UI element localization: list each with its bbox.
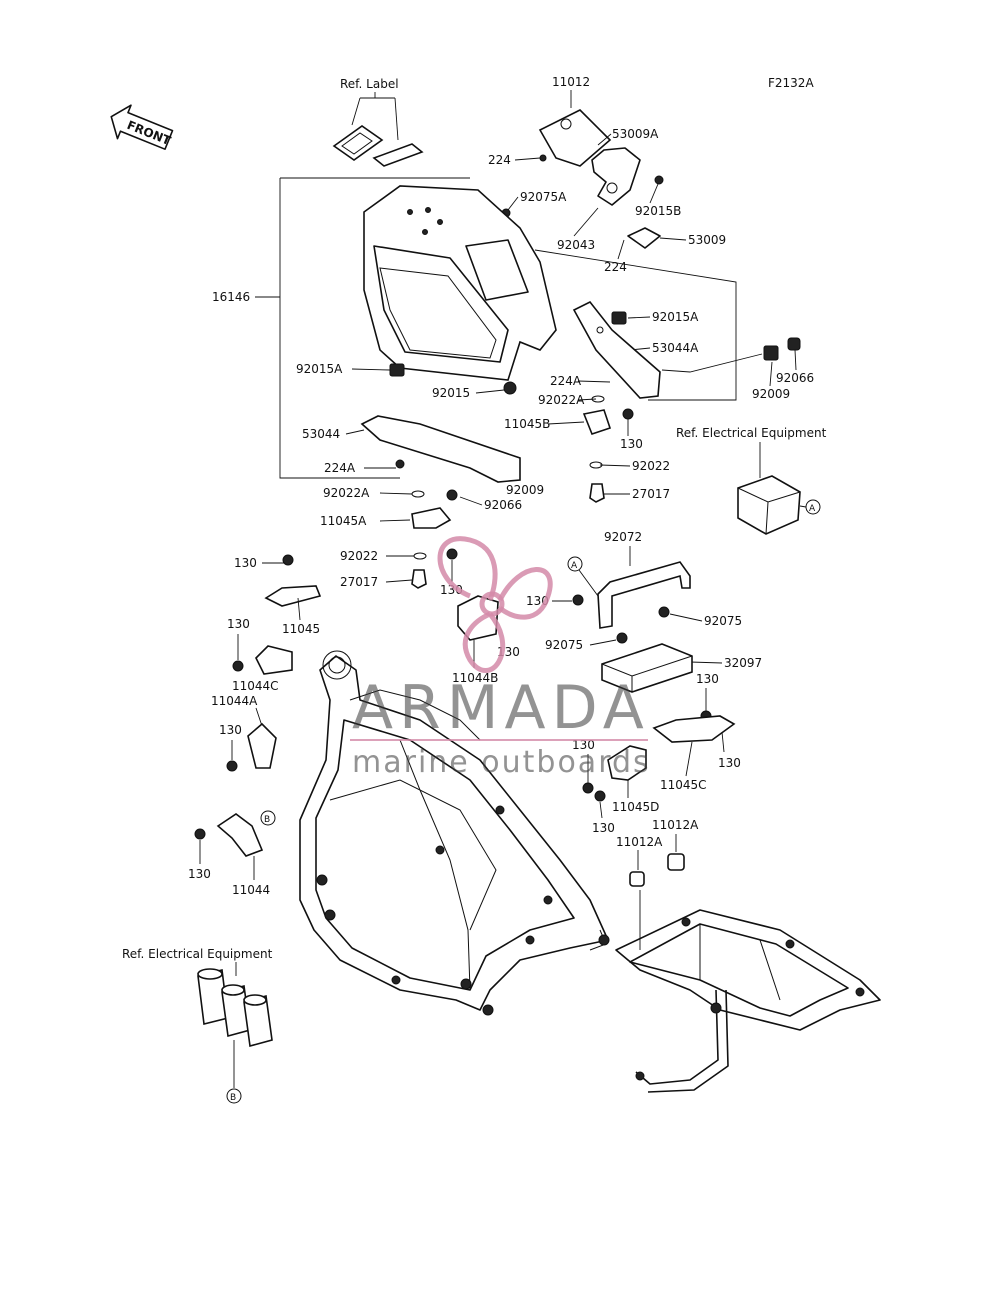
callout-92022A-left: 92022A	[323, 486, 370, 500]
clamp-11044	[216, 813, 264, 857]
callout-53009A: 53009A	[612, 127, 659, 141]
callout-130-k: 130	[592, 821, 615, 835]
callout-92022-left: 92022	[340, 549, 378, 563]
callout-92075A: 92075A	[520, 190, 567, 204]
bracket-53044	[360, 415, 521, 483]
callout-224-top: 224	[488, 153, 511, 167]
callout-92066-right: 92066	[776, 371, 814, 385]
ref-electrical-equipment-a: Ref. Electrical Equipment	[676, 426, 827, 440]
callout-130-f: 130	[227, 617, 250, 631]
callout-224A-left: 224A	[324, 461, 356, 475]
callout-11044B: 11044B	[452, 671, 498, 685]
callout-92009-right: 92009	[752, 387, 790, 401]
callout-32097: 32097	[724, 656, 762, 670]
callout-92009-left: 92009	[506, 483, 544, 497]
clamp-11044A	[247, 722, 277, 769]
ref-electrical-equipment-b: Ref. Electrical Equipment	[122, 947, 273, 961]
callout-92015: 92015	[432, 386, 470, 400]
callout-11012A-top: 11012A	[652, 818, 699, 832]
callout-11045: 11045	[282, 622, 320, 636]
bracket-53009	[627, 227, 661, 249]
callout-92075: 92075	[704, 614, 742, 628]
callout-130-j: 130	[572, 738, 595, 752]
callout-27017-right: 27017	[632, 487, 670, 501]
callout-16146: 16146	[212, 290, 250, 304]
callout-92015A-right: 92015A	[652, 310, 699, 324]
callout-53044A: 53044A	[652, 341, 699, 355]
marker-a-relay: A	[809, 504, 816, 514]
ref-label-decal-1	[332, 125, 384, 161]
watermark-brand: ARMADA	[352, 673, 650, 743]
callout-53009: 53009	[688, 233, 726, 247]
callout-92015B: 92015B	[635, 204, 681, 218]
callout-224A-right: 224A	[550, 374, 582, 388]
callout-92066-left: 92066	[484, 498, 522, 512]
ref-label-decal-2	[372, 143, 424, 167]
callout-11045B: 11045B	[504, 417, 550, 431]
marker-a-holder: A	[571, 561, 578, 571]
callout-130-h: 130	[696, 672, 719, 686]
callout-11045A: 11045A	[320, 514, 367, 528]
clamp-11045	[264, 585, 322, 607]
front-arrow-label: FRONT	[125, 118, 174, 148]
callout-92072: 92072	[604, 530, 642, 544]
diagram-code: F2132A	[768, 76, 814, 90]
clamp-11045C	[652, 715, 736, 743]
callout-92015A-left: 92015A	[296, 362, 343, 376]
callout-130-g: 130	[219, 723, 242, 737]
relay-box	[737, 475, 801, 535]
callout-11045C: 11045C	[660, 778, 707, 792]
main-frame	[299, 650, 610, 1016]
callout-53044: 53044	[302, 427, 340, 441]
callout-11045D: 11045D	[612, 800, 659, 814]
battery-holder-92072	[597, 561, 691, 629]
ref-label-text: Ref. Label	[340, 77, 399, 91]
callout-92043: 92043	[557, 238, 595, 252]
watermark-tagline: marine outboards	[352, 745, 651, 780]
callout-11044: 11044	[232, 883, 270, 897]
callout-130-l: 130	[188, 867, 211, 881]
callout-92075-b: 92075	[545, 638, 583, 652]
callout-11044A: 11044A	[211, 694, 258, 708]
callout-130-c: 130	[234, 556, 257, 570]
front-arrow-icon: FRONT	[110, 104, 174, 150]
clamp-11045D	[607, 745, 647, 781]
rear-subframe	[615, 909, 881, 1093]
callout-11012A: 11012A	[616, 835, 663, 849]
watermark-propeller-icon	[437, 536, 553, 673]
callout-27017-left: 27017	[340, 575, 378, 589]
clamp-11045B	[582, 409, 612, 435]
callout-92022A-right: 92022A	[538, 393, 585, 407]
cover-plate-11012	[538, 109, 612, 167]
marker-b-clamp: B	[264, 815, 270, 825]
clamp-11044C	[255, 645, 293, 675]
callout-130-a: 130	[620, 437, 643, 451]
clamp-11045A	[411, 507, 452, 529]
bracket-53044A	[572, 300, 661, 399]
bracket-53009A	[591, 147, 641, 206]
watermark: ARMADA marine outboards	[350, 536, 651, 780]
callout-11012: 11012	[552, 75, 590, 89]
callout-130-i: 130	[718, 756, 741, 770]
battery-case-32097	[601, 643, 693, 693]
marker-b-connectors: B	[230, 1093, 236, 1103]
callout-224-b: 224	[604, 260, 627, 274]
callout-92022-right: 92022	[632, 459, 670, 473]
connector-cylinders	[197, 968, 273, 1048]
tray-16146	[363, 185, 557, 381]
callout-11044C: 11044C	[232, 679, 279, 693]
